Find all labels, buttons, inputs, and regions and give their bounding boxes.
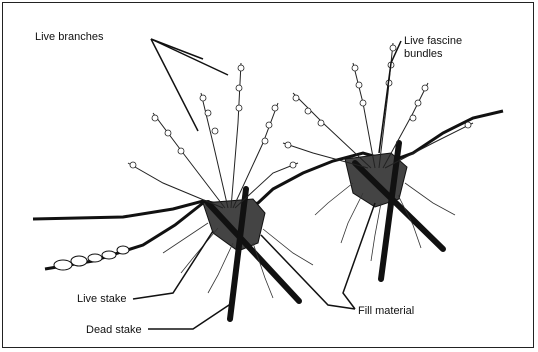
leader-live-stake [133,231,213,299]
label-live-fascine-bundles: Live fascine bundles [404,35,484,61]
label-dead-stake: Dead stake [86,324,142,337]
stakes [208,143,443,319]
leader-fill-material-2 [343,203,375,309]
live-branches-left [128,63,298,208]
leader-dead-stake [148,303,232,329]
live-branches-right [283,43,473,168]
rocks [54,246,129,270]
leader-live-branches-3 [151,39,228,75]
diagram-frame: Live branches Live fascine bundles Live … [2,2,534,348]
label-live-branches: Live branches [35,31,104,44]
ground-lower-slope [45,203,203,269]
label-live-stake: Live stake [77,293,127,306]
label-fill-material: Fill material [358,305,414,318]
leader-fascine [379,41,401,153]
